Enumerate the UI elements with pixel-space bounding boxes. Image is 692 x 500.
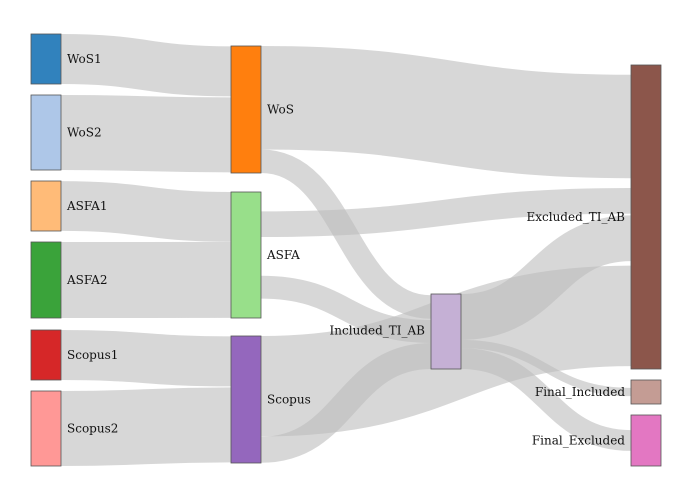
node-label-final_included: Final_Included [535, 385, 625, 399]
node-final_excluded: Final_Excluded [532, 414, 662, 467]
node-wos2: WoS2 [30, 94, 102, 171]
link-scopus-to-included_ti_ab [260, 342, 432, 463]
node-box-wos1 [30, 33, 62, 85]
node-box-wos [230, 45, 262, 174]
node-label-final_excluded: Final_Excluded [532, 434, 625, 448]
node-label-included_ti_ab: Included_TI_AB [330, 324, 426, 338]
node-label-scopus: Scopus [267, 393, 311, 407]
node-wos1: WoS1 [30, 33, 102, 85]
link-wos2-to-wos [60, 95, 232, 173]
node-label-scopus2: Scopus2 [67, 422, 118, 436]
node-label-asfa: ASFA [266, 248, 300, 262]
node-final_included: Final_Included [535, 379, 662, 405]
node-label-excluded_ti_ab: Excluded_TI_AB [526, 210, 625, 224]
node-box-asfa1 [30, 180, 62, 232]
link-scopus2-to-scopus [60, 387, 232, 466]
node-label-wos2: WoS2 [67, 126, 102, 140]
link-included_ti_ab-to-excluded_ti_ab [459, 215, 633, 340]
link-wos-to-excluded_ti_ab [260, 46, 632, 179]
node-box-wos2 [30, 94, 62, 171]
link-included_ti_ab-to-final_included [460, 339, 632, 397]
node-box-asfa [230, 191, 262, 319]
node-asfa2: ASFA2 [30, 241, 107, 319]
node-box-asfa2 [30, 241, 62, 319]
node-label-wos1: WoS1 [67, 52, 102, 66]
node-label-asfa2: ASFA2 [66, 273, 107, 287]
node-wos: WoS [230, 45, 294, 174]
sankey-links [60, 34, 633, 466]
node-box-scopus2 [30, 390, 62, 467]
node-asfa1: ASFA1 [30, 180, 107, 232]
node-box-final_included [630, 379, 662, 405]
link-scopus1-to-scopus [60, 330, 232, 387]
link-included_ti_ab-to-final_excluded [460, 348, 632, 451]
node-scopus2: Scopus2 [30, 390, 118, 467]
node-asfa: ASFA [230, 191, 300, 319]
node-box-included_ti_ab [430, 293, 462, 370]
link-wos1-to-wos [60, 34, 232, 97]
node-excluded_ti_ab: Excluded_TI_AB [526, 64, 662, 370]
node-box-scopus1 [30, 329, 62, 381]
node-box-excluded_ti_ab [630, 64, 662, 370]
node-label-scopus1: Scopus1 [67, 348, 118, 362]
node-label-asfa1: ASFA1 [66, 199, 107, 213]
node-scopus: Scopus [230, 335, 311, 464]
link-asfa1-to-asfa [60, 181, 232, 242]
node-label-wos: WoS [267, 103, 294, 117]
node-included_ti_ab: Included_TI_AB [330, 293, 462, 370]
link-asfa-to-excluded_ti_ab [260, 187, 632, 238]
node-scopus1: Scopus1 [30, 329, 118, 381]
node-box-scopus [230, 335, 262, 464]
node-box-final_excluded [630, 414, 662, 467]
